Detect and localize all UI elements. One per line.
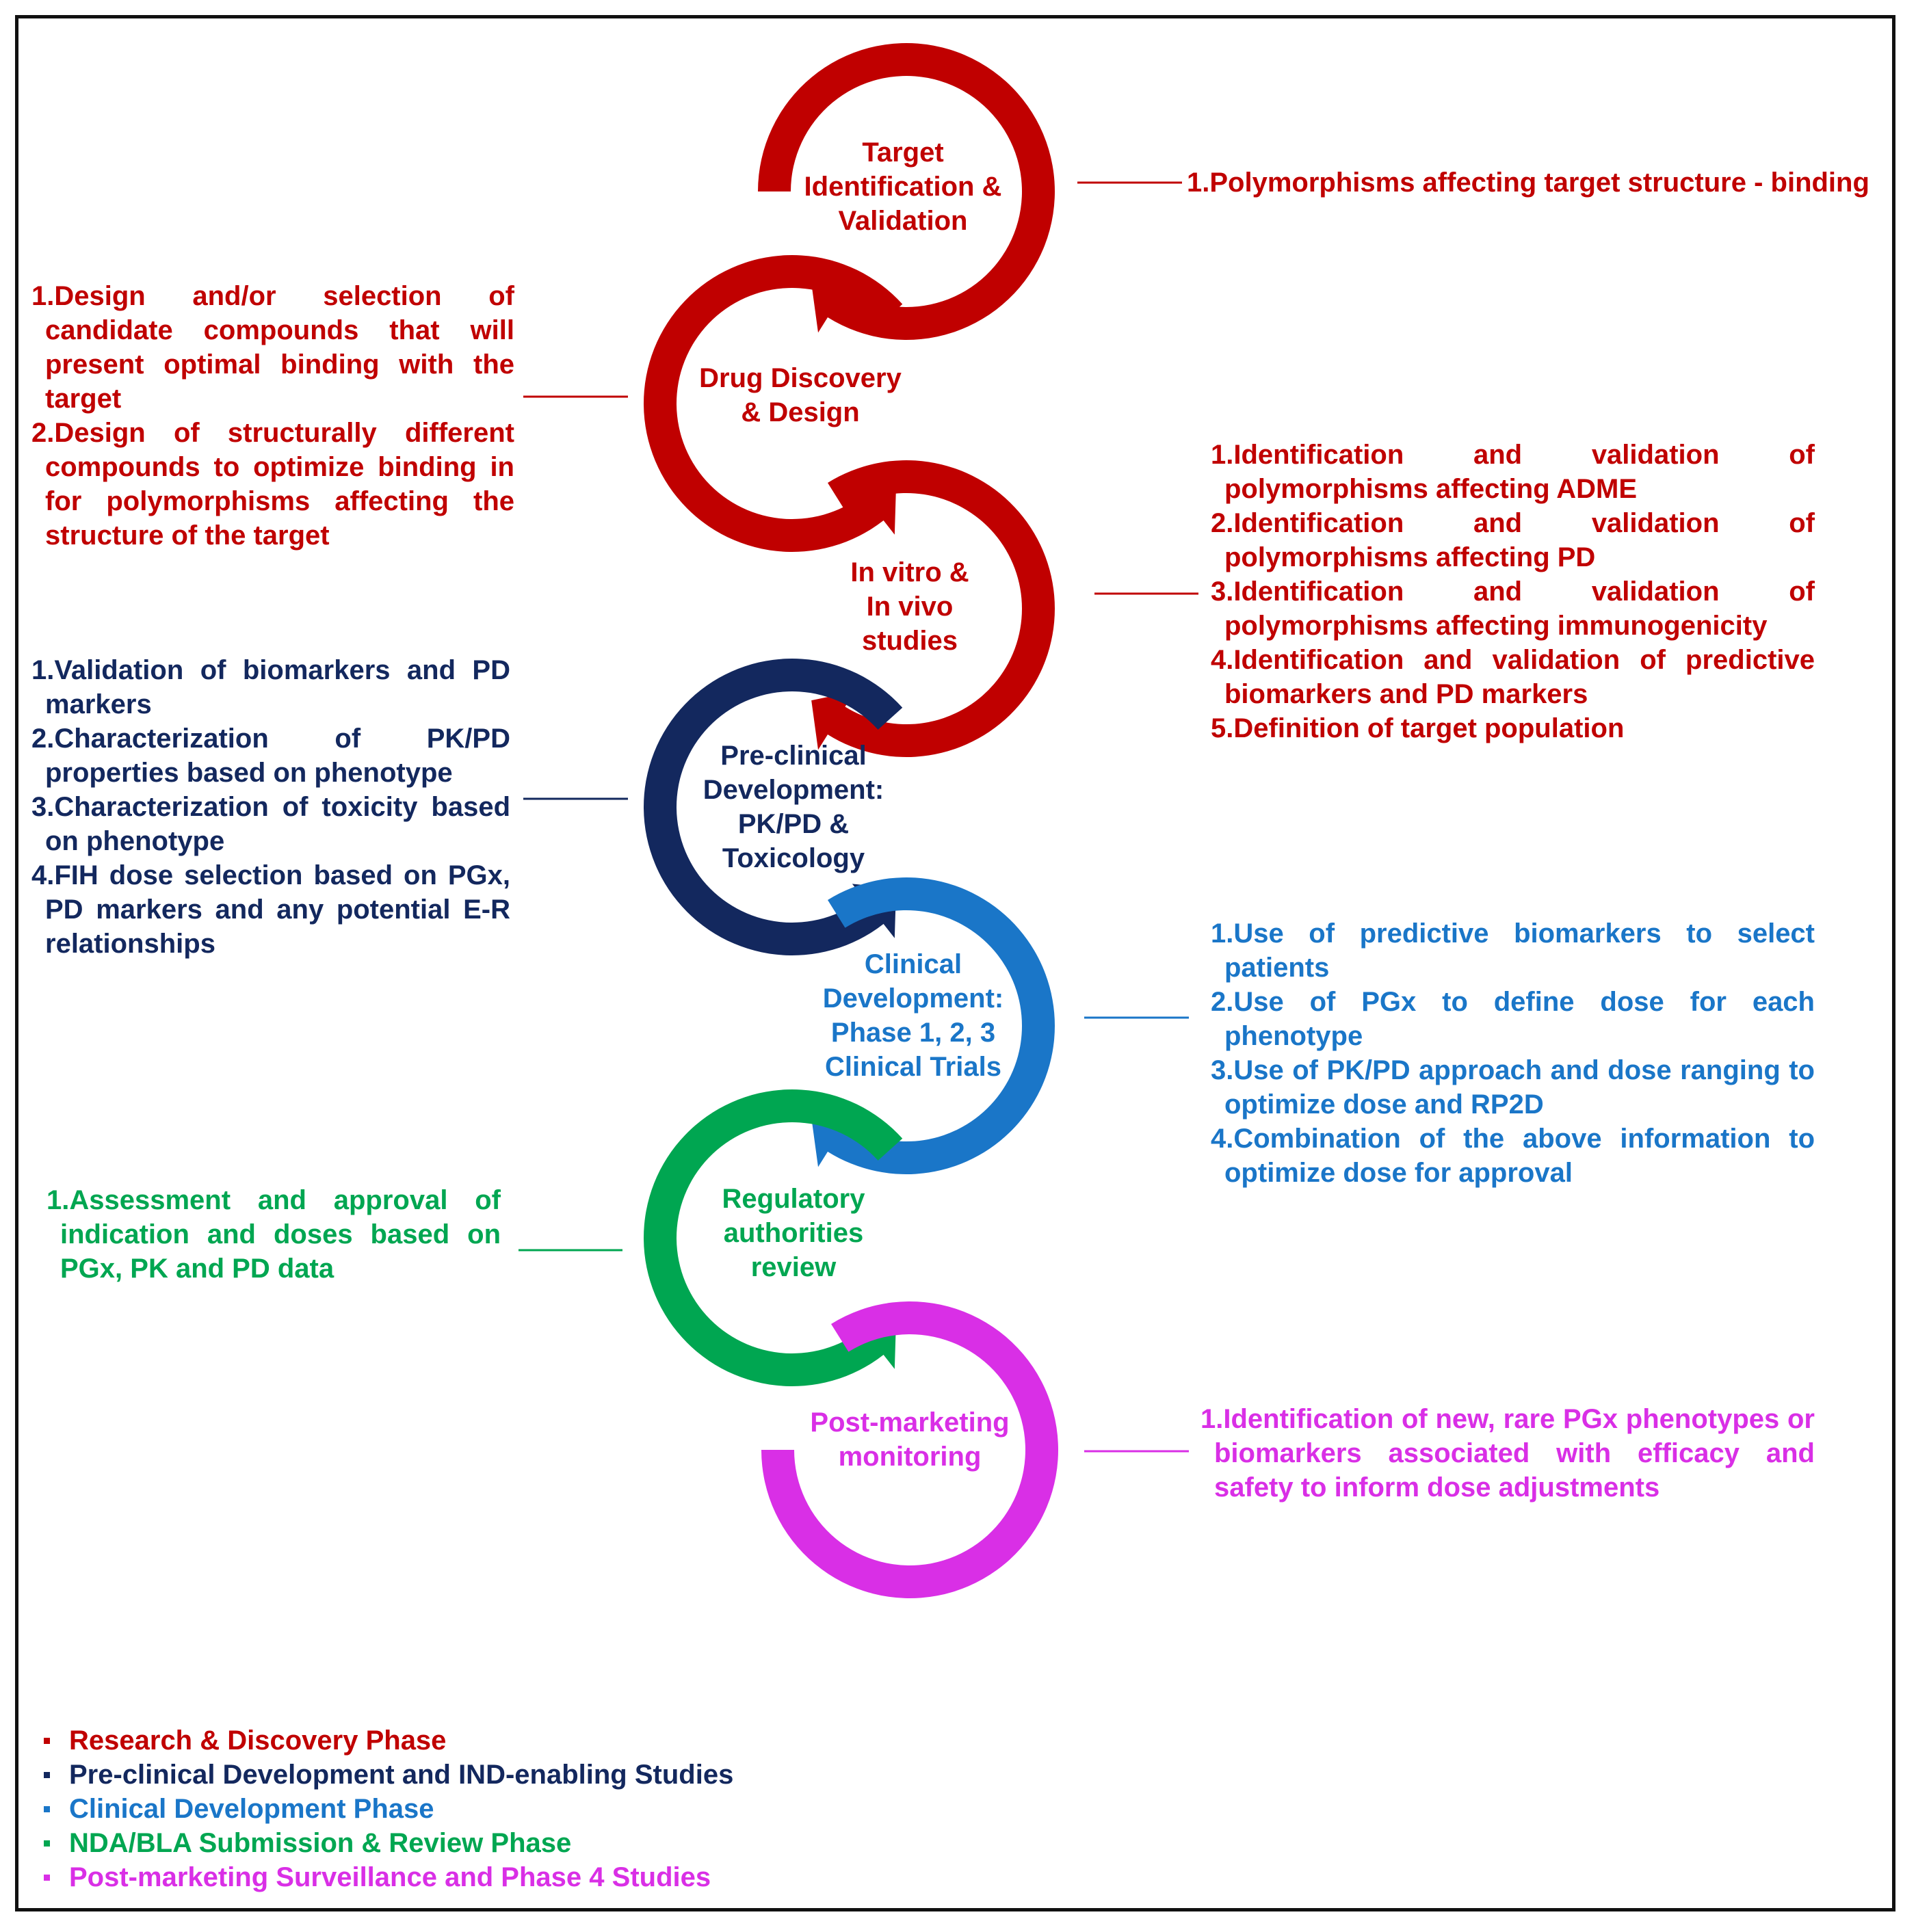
- arc-invitro: [811, 460, 1055, 757]
- note-item: 4.Combination of the above information t…: [1211, 1124, 1815, 1188]
- note-item: 2.Design of structurally different compo…: [31, 418, 514, 551]
- arc-regulatory: [643, 1089, 903, 1386]
- legend-label: NDA/BLA Submission & Review Phase: [69, 1828, 572, 1858]
- note-item: 3.Characterization of toxicity based on …: [31, 792, 510, 856]
- legend-item: Pre-clinical Development and IND-enablin…: [44, 1758, 733, 1792]
- arc-preclinical: [643, 659, 903, 955]
- stage-label-drug: Drug Discovery & Design: [699, 363, 902, 427]
- legend-label: Pre-clinical Development and IND-enablin…: [69, 1760, 734, 1790]
- note-item: 1.Identification of new, rare PGx phenot…: [1200, 1404, 1815, 1503]
- note-item: 1.Validation of biomarkers and PD marker…: [31, 655, 510, 719]
- note-item: 4.Identification and validation of predi…: [1211, 645, 1815, 709]
- notes-preclinical: 1.Validation of biomarkers and PD marker…: [31, 653, 510, 961]
- note-item: 3.Use of PK/PD approach and dose ranging…: [1211, 1055, 1815, 1120]
- legend-swatch: [44, 1840, 50, 1847]
- note-item: 2.Use of PGx to define dose for each phe…: [1211, 987, 1815, 1051]
- note-item: 5.Definition of target population: [1211, 713, 1625, 743]
- note-item: 2.Characterization of PK/PD properties b…: [31, 724, 510, 788]
- legend-label: Research & Discovery Phase: [69, 1725, 447, 1756]
- stage-label-target: Target Identification & Validation: [804, 137, 1002, 236]
- stage-label-preclinical: Pre-clinical Development: PK/PD & Toxico…: [703, 741, 884, 873]
- note-item: 2.Identification and validation of polym…: [1211, 508, 1815, 572]
- legend-swatch: [44, 1771, 50, 1778]
- note-item: 1.Design and/or selection of candidate c…: [31, 281, 514, 414]
- legend-item: NDA/BLA Submission & Review Phase: [44, 1826, 733, 1860]
- note-item: 1.Use of predictive biomarkers to select…: [1211, 918, 1815, 983]
- legend-item: Post-marketing Surveillance and Phase 4 …: [44, 1860, 733, 1894]
- notes-regulatory: 1.Assessment and approval of indication …: [47, 1183, 501, 1286]
- stage-label-regulatory: Regulatory authorities review: [722, 1184, 865, 1282]
- notes-target: 1.Polymorphisms affecting target structu…: [1187, 166, 1888, 200]
- note-item: 4.FIH dose selection based on PGx, PD ma…: [31, 860, 510, 959]
- legend-label: Post-marketing Surveillance and Phase 4 …: [69, 1862, 711, 1892]
- note-item: 1.Assessment and approval of indication …: [47, 1185, 501, 1284]
- note-item: 1.Identification and validation of polym…: [1211, 440, 1815, 504]
- notes-postmarketing: 1.Identification of new, rare PGx phenot…: [1200, 1402, 1815, 1505]
- figure-frame: [15, 15, 1895, 1911]
- arc-clinical: [811, 877, 1055, 1174]
- notes-clinical: 1.Use of predictive biomarkers to select…: [1211, 916, 1815, 1190]
- legend-swatch: [44, 1737, 50, 1744]
- legend-label: Clinical Development Phase: [69, 1794, 434, 1824]
- legend-swatch: [44, 1805, 50, 1812]
- stage-label-invitro: In vitro & In vivo studies: [850, 557, 969, 656]
- legend-item: Clinical Development Phase: [44, 1792, 733, 1826]
- notes-drug: 1.Design and/or selection of candidate c…: [31, 279, 514, 553]
- note-item: 1.Polymorphisms affecting target structu…: [1187, 168, 1869, 198]
- arc-drug: [643, 255, 903, 553]
- stage-label-postmarketing: Post-marketing monitoring: [810, 1407, 1010, 1472]
- legend-swatch: [44, 1874, 50, 1881]
- note-item: 3.Identification and validation of polym…: [1211, 577, 1815, 641]
- stage-label-clinical: Clinical Development: Phase 1, 2, 3 Clin…: [822, 949, 1004, 1082]
- legend-item: Research & Discovery Phase: [44, 1723, 733, 1758]
- notes-invitro: 1.Identification and validation of polym…: [1211, 438, 1815, 745]
